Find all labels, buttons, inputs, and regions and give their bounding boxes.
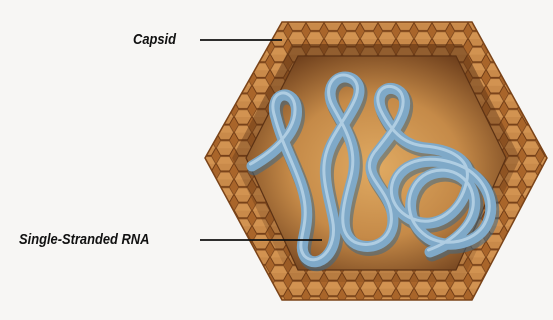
rna-label: Single-Stranded RNA xyxy=(19,231,149,248)
capsid-label: Capsid xyxy=(133,31,176,48)
